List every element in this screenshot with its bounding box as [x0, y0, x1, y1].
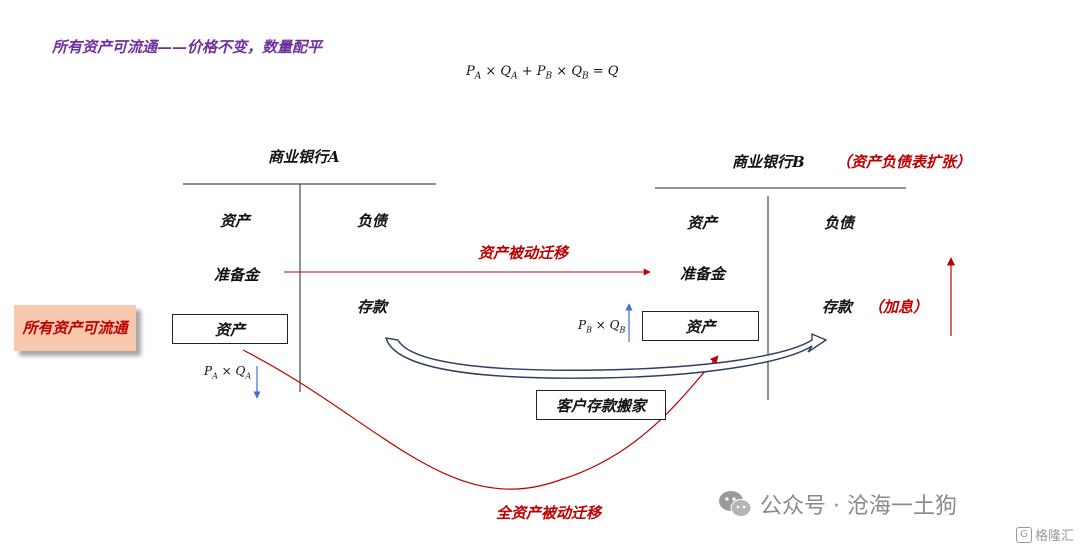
bank-a-assets-header: 资产 — [220, 212, 251, 230]
page-title: 所有资产可流通——价格不变，数量配平 — [52, 38, 323, 56]
formula-pb-sub: B — [545, 71, 553, 82]
bank-b-assets-header: 资产 — [687, 214, 718, 232]
bank-b-reserve: 准备金 — [680, 265, 726, 283]
bank-a-title: 商业银行A — [268, 148, 340, 166]
formula-pa-sub: A — [474, 71, 482, 82]
formula-equals: = Q — [588, 64, 619, 79]
bank-b-p: P — [578, 318, 587, 332]
bank-b-q: Q — [609, 318, 620, 332]
bank-b-rate-hike-note: （加息） — [868, 298, 929, 316]
bank-b-liabilities-header: 负债 — [824, 214, 855, 232]
bank-a-reserve: 准备金 — [214, 266, 260, 284]
bank-a-deposit: 存款 — [357, 298, 388, 316]
formula-qb: Q — [571, 64, 582, 79]
watermark-text: 公众号 · 沧海一土狗 — [760, 494, 957, 519]
bank-a-p: P — [204, 364, 213, 378]
wechat-icon — [719, 491, 752, 517]
bank-a-q-sub: A — [245, 371, 252, 381]
gelonghui-icon: G — [1015, 526, 1032, 543]
formula-times-1: × — [481, 64, 501, 79]
formula-qa: Q — [500, 64, 512, 79]
watermark: 公众号 · 沧海一土狗 — [718, 488, 957, 520]
formula-qa-sub: A — [511, 71, 518, 82]
bank-b-title: 商业银行B — [732, 153, 805, 171]
formula-pb: P — [536, 64, 546, 79]
bank-b-pq-label: PB × QB — [578, 318, 625, 334]
bank-b-expansion-note: （资产负债表扩张） — [836, 153, 972, 171]
bank-a-liabilities-header: 负债 — [357, 212, 388, 230]
full-migration-curve — [242, 349, 719, 490]
passive-migration-label: 资产被动迁移 — [478, 244, 569, 262]
balance-formula: PA × QA + PB × QB = Q — [466, 64, 618, 82]
customer-deposit-move-box: 客户存款搬家 — [536, 390, 666, 420]
bank-b-p-sub: B — [586, 325, 592, 335]
bank-a-asset-box: 资产 — [172, 314, 288, 344]
formula-qb-sub: B — [581, 71, 589, 82]
bank-a-pq-label: PA × QA — [204, 364, 251, 380]
bank-b-times: × — [591, 318, 610, 332]
tradable-assets-callout: 所有资产可流通 — [14, 305, 136, 351]
gelonghui-text: 格隆汇 — [1034, 529, 1074, 544]
formula-pa: P — [466, 64, 475, 79]
deposit-move-arrow — [385, 332, 828, 379]
gelonghui-logo: G 格隆汇 — [1015, 525, 1074, 544]
full-migration-label: 全资产被动迁移 — [496, 504, 602, 522]
bank-a-times: × — [217, 364, 236, 378]
bank-a-p-sub: A — [212, 371, 218, 381]
bank-b-asset-box: 资产 — [642, 311, 759, 341]
formula-times-2: × — [552, 64, 572, 79]
bank-a-q: Q — [235, 364, 246, 378]
bank-b-deposit: 存款 — [822, 298, 853, 316]
bank-b-q-sub: B — [619, 325, 626, 335]
formula-plus: + — [517, 64, 537, 79]
